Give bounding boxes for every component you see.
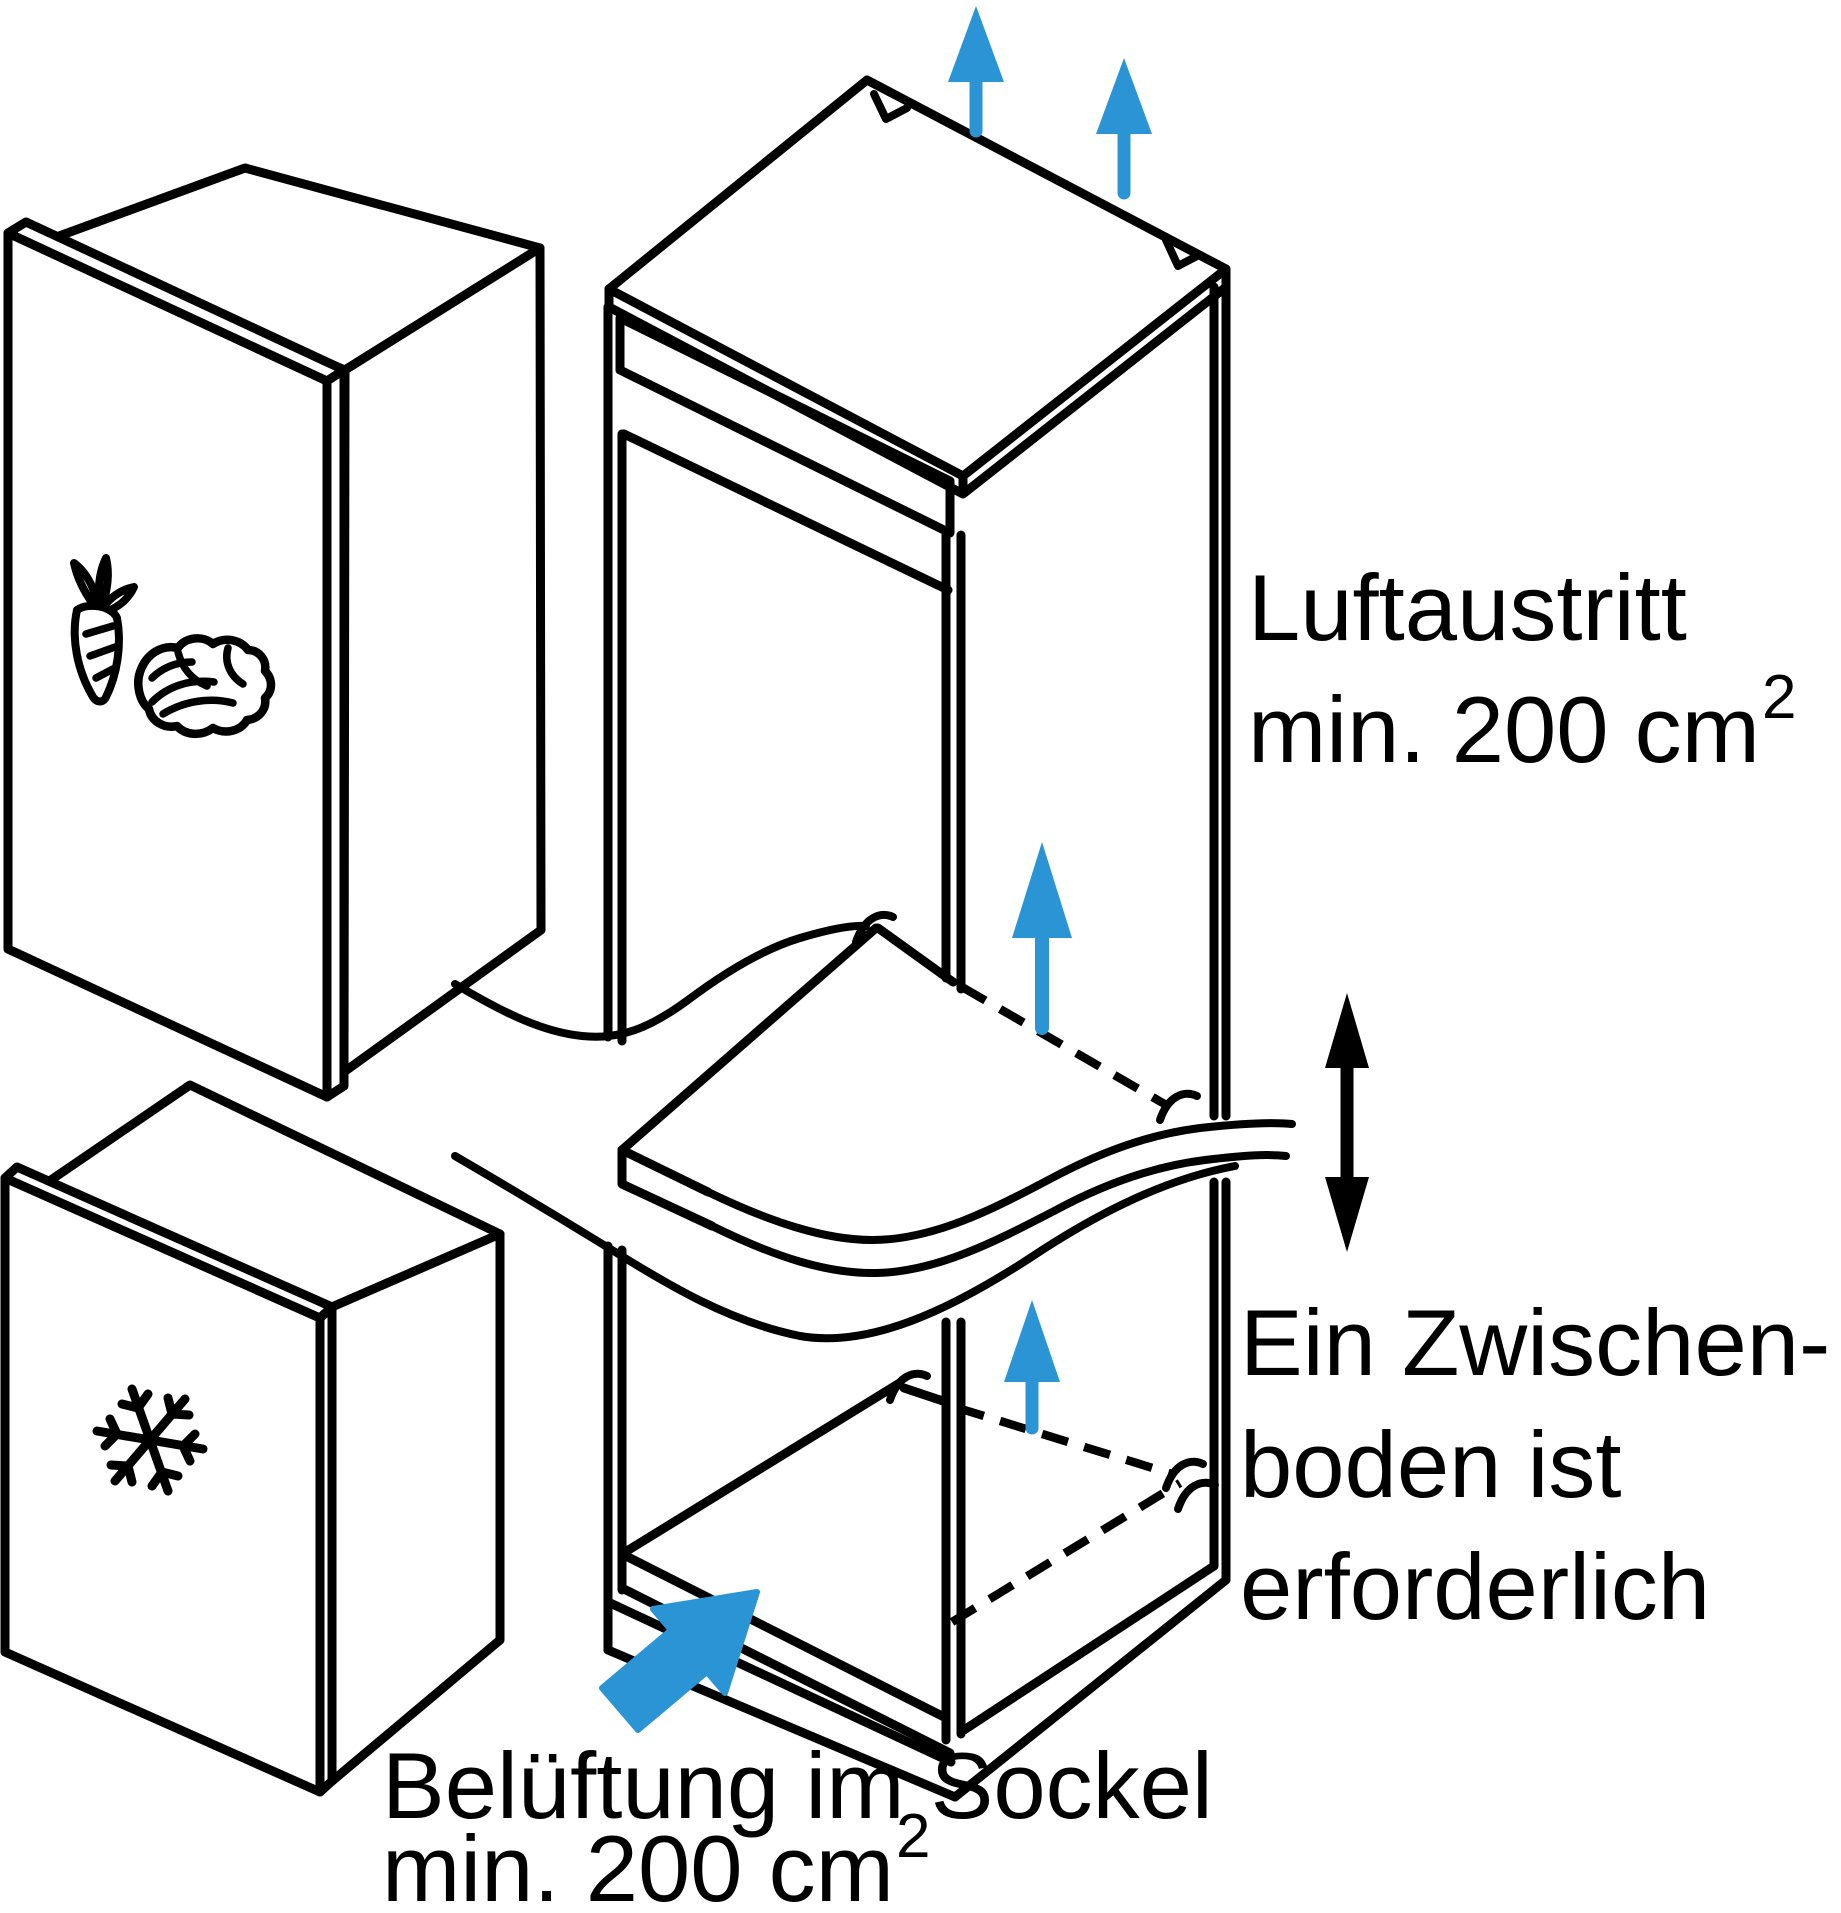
bottom-panel-hidden-rear-edge: [956, 1403, 1174, 1479]
shelf-height-adjust-arrow: [1325, 993, 1369, 1252]
hidden-edge-hook-1: [1162, 1457, 1207, 1492]
bottom-panel-hidden-right-edge: [949, 1479, 1183, 1626]
label-base-ventilation: Belüftung im Sockel min. 200 cm 2: [382, 1733, 1213, 1913]
bottom-airflow-arrow-icon: [1004, 1300, 1060, 1382]
fridge-door-right-edge: [322, 365, 349, 1102]
intermediate-shelf: [617, 911, 1296, 1278]
cabinet-housing: [451, 75, 1296, 1802]
base-vent-line2: min. 200 cm: [382, 1816, 894, 1913]
snowflake-icon: [92, 1384, 208, 1496]
adjust-arrow-up-icon: [1325, 993, 1369, 1068]
airflow-arrows: [599, 6, 1152, 1733]
freezer-unit: [0, 1080, 505, 1797]
shelf-rear-edge: [873, 923, 958, 987]
shelf-front-wave-top: [704, 1119, 1296, 1244]
shelf-corner-feather: [852, 911, 897, 946]
cabinet-top-panel: [604, 75, 1231, 481]
right-panel-bottom-edge: [950, 1561, 1231, 1802]
shelf-label-line3: erforderlich: [1240, 1534, 1710, 1639]
air-outlet-arrow-left-icon: [948, 6, 1004, 82]
base-vent-line1: Belüftung im Sockel: [382, 1733, 1213, 1838]
hidden-edge-hook-2: [1174, 1478, 1219, 1513]
carrot-icon: [70, 554, 138, 706]
break-wave-upper: [451, 921, 870, 1041]
top-rail-inner-edge: [619, 429, 953, 595]
shelf-front-edge: [617, 1145, 717, 1231]
right-panel-front-edge: [941, 530, 966, 1745]
shelf-hidden-rear-edge: [959, 983, 1171, 1110]
air-outlet-line1: Luftaustritt: [1248, 555, 1687, 660]
top-rail: [615, 313, 955, 538]
fridge-carcass-side: [339, 243, 546, 1077]
adjust-arrow-down-icon: [1325, 1177, 1369, 1252]
left-stile: [603, 302, 627, 1655]
label-intermediate-shelf: Ein Zwischen- boden ist erforderlich: [1240, 1290, 1830, 1639]
shelf-label-line2: boden ist: [1240, 1412, 1622, 1517]
base-vent-superscript: 2: [896, 1802, 930, 1871]
freezer-carcass-side: [326, 1229, 505, 1787]
shelf-front-wave-bottom: [708, 1151, 1290, 1278]
fridge-unit: [3, 163, 546, 1102]
bottom-panel-corner-feather: [886, 1369, 931, 1404]
cabbage-icon: [134, 634, 276, 738]
air-outlet-superscript: 2: [1762, 663, 1796, 732]
label-air-outlet: Luftaustritt min. 200 cm 2: [1248, 555, 1796, 782]
top-panel-notches: [870, 90, 1203, 270]
shelf-left-edge: [617, 923, 881, 1155]
right-panel-outer-edge: [1209, 282, 1231, 1583]
break-wave-lower: [451, 1152, 1239, 1343]
hidden-edge-hook-3: [1156, 1089, 1201, 1124]
air-outlet-line2: min. 200 cm: [1248, 677, 1760, 782]
bottom-panel-left-edge: [617, 1379, 951, 1559]
shelf-label-line1: Ein Zwischen-: [1240, 1290, 1830, 1395]
base-intake-arrow-icon: [599, 1589, 760, 1733]
air-outlet-arrow-right-icon: [1096, 58, 1152, 134]
freezer-door-right-edge: [315, 1302, 337, 1797]
shelf-airflow-arrow-icon: [1012, 842, 1072, 938]
